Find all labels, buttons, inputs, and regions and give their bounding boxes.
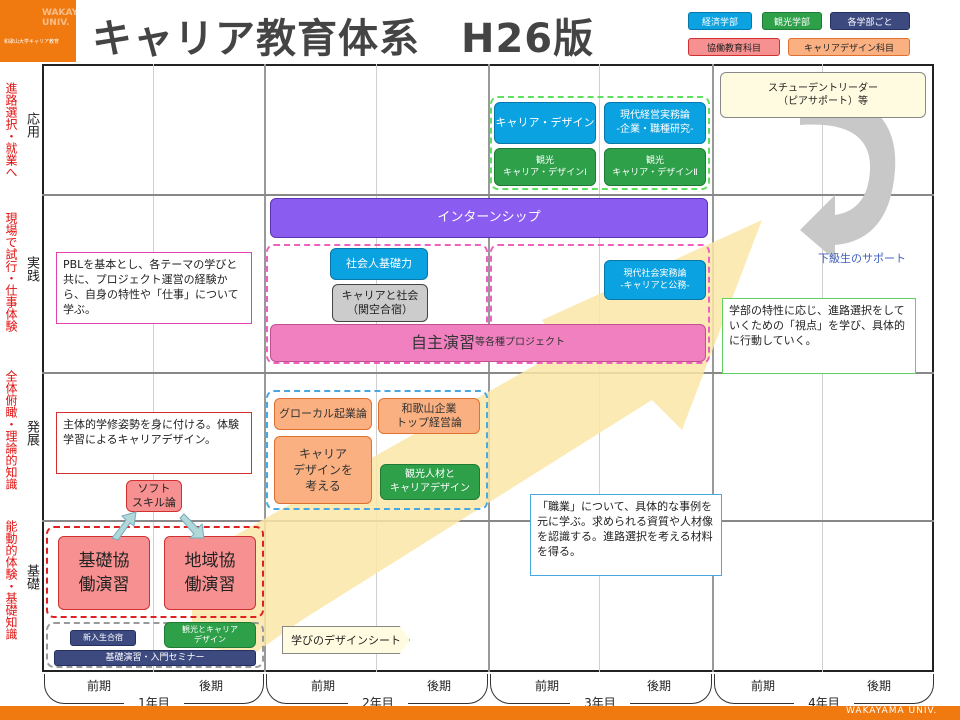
- logo-side-text: WAKAYAMA UNIV.: [42, 8, 101, 28]
- course-self-study[interactable]: 自主演習等各種プロジェクト: [270, 324, 706, 362]
- course-freshman-camp[interactable]: 新入生合宿: [70, 630, 136, 646]
- semester-4-second: 後期: [866, 678, 891, 693]
- left-label-field: 現場で試行・仕事体験: [4, 212, 18, 332]
- uturn-arrow: [800, 90, 896, 260]
- stage-practice: 実践: [24, 256, 39, 282]
- note-shokugyo: 「職業」について、具体的な事例を元に学ぶ。求められる資質や人材像を認識する。進路…: [530, 494, 722, 576]
- course-tourism-hr[interactable]: 観光人材と キャリアデザイン: [380, 464, 480, 500]
- faculty-group: [46, 622, 264, 668]
- legend-tourism: 観光学部: [762, 12, 822, 30]
- semester-3-first: 前期: [534, 678, 559, 693]
- semester-4-first: 前期: [750, 678, 775, 693]
- left-label-overview: 全体俯瞰・理論的知識: [4, 370, 18, 490]
- course-career-think[interactable]: キャリア デザインを 考える: [274, 436, 372, 504]
- practice-group-2: [490, 244, 710, 364]
- semester-1-second: 後期: [198, 678, 223, 693]
- course-tourism-cd1[interactable]: 観光 キャリア・デザインⅠ: [494, 148, 596, 186]
- course-modern-management[interactable]: 現代経営実務論 -企業・職種研究-: [604, 102, 706, 144]
- footer-bar: [0, 706, 960, 720]
- footer-text: WAKAYAMA UNIV.: [846, 706, 938, 716]
- semester-1-first: 前期: [86, 678, 111, 693]
- applied-group: [490, 96, 710, 190]
- course-career-society[interactable]: キャリアと社会 （関空合宿）: [332, 284, 428, 322]
- course-regional-coop[interactable]: 地域協 働演習: [164, 536, 256, 610]
- course-career-design[interactable]: キャリア・デザイン: [494, 102, 596, 144]
- course-tourism-cd2[interactable]: 観光 キャリア・デザインⅡ: [604, 148, 706, 186]
- stage-advanced: 発展: [24, 420, 39, 446]
- legend-each-faculty: 各学部ごと: [830, 12, 910, 30]
- note-student-leader: スチューデントリーダー （ピアサポート）等: [720, 72, 926, 118]
- logo-text: 和歌山大学キャリア教育: [4, 39, 60, 45]
- stage-applied: 応用: [24, 112, 39, 138]
- semester-2-first: 前期: [310, 678, 335, 693]
- left-label-active: 能動的体験・基礎知識: [4, 520, 18, 640]
- note-pbl: PBLを基本とし、各テーマの学びと共に、プロジェクト運営の経験から、自身の特性や…: [56, 252, 252, 324]
- note-support: 下級生のサポート: [818, 251, 906, 265]
- course-wakayama-top[interactable]: 和歌山企業 トップ経営論: [378, 398, 480, 434]
- soft-skill-arrows: [111, 511, 205, 541]
- advanced-group: [266, 390, 488, 510]
- collab-group: [46, 526, 264, 618]
- note-design-sheet: 学びのデザインシート: [282, 626, 410, 654]
- semester-2-second: 後期: [426, 678, 451, 693]
- legend-collab: 協働教育科目: [688, 38, 780, 56]
- self-study-sub: 等各種プロジェクト: [475, 337, 565, 348]
- course-tourism-career[interactable]: 観光とキャリア デザイン: [164, 622, 256, 648]
- semester-3-second: 後期: [646, 678, 671, 693]
- legend-career-design: キャリアデザイン科目: [788, 38, 910, 56]
- legend-economics: 経済学部: [688, 12, 752, 30]
- practice-group-1: [266, 244, 488, 364]
- course-modern-society[interactable]: 現代社会実務論 -キャリアと公務-: [604, 260, 706, 300]
- course-basic-coop[interactable]: 基礎協 働演習: [58, 536, 150, 610]
- note-proactive: 主体的学修姿勢を身に付ける。体験学習によるキャリアデザイン。: [56, 412, 252, 474]
- course-social-basic[interactable]: 社会人基礎力: [330, 248, 428, 280]
- course-soft-skill[interactable]: ソフト スキル論: [126, 480, 182, 512]
- note-faculty: 学部の特性に応じ、進路選択をしていくための「視点」を学び、具体的に行動していく。: [722, 298, 916, 374]
- stage-basic: 基礎: [24, 564, 39, 590]
- course-internship[interactable]: インターンシップ: [270, 198, 708, 238]
- course-glocal-business[interactable]: グローカル起業論: [274, 398, 372, 430]
- left-label-career: 進路選択・就業へ: [4, 82, 18, 178]
- university-logo: 和歌山大学キャリア教育 WAKAYAMA UNIV.: [0, 0, 101, 62]
- self-study-label: 自主演習: [410, 333, 475, 352]
- course-basic-seminar[interactable]: 基礎演習・入門セミナー: [54, 650, 256, 666]
- page-title: キャリア教育体系 H26版: [92, 16, 595, 62]
